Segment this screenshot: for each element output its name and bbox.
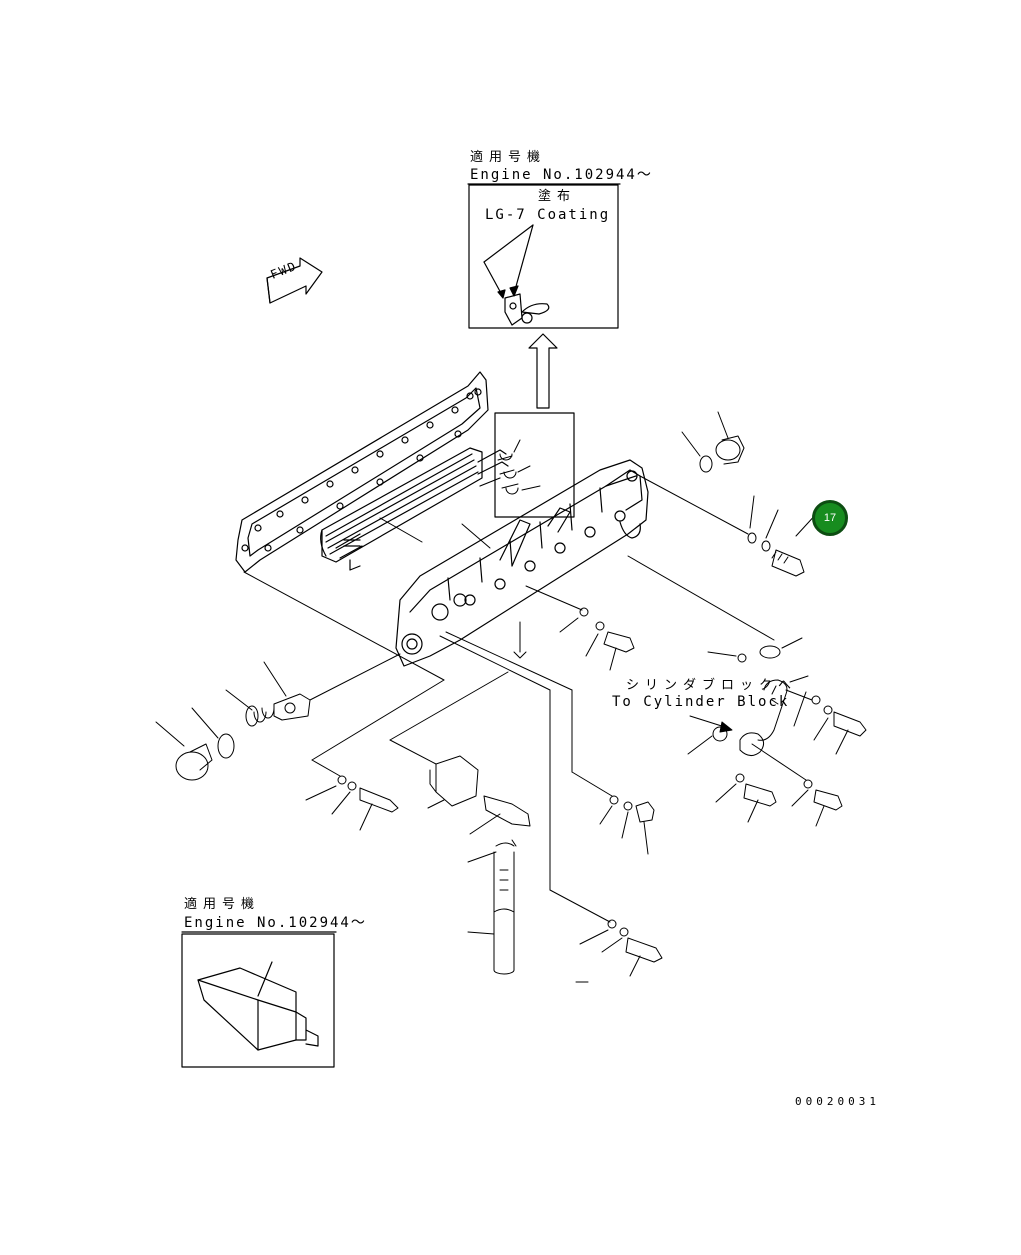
cylinder-block-label-jp: シリンダブロックへ [626,678,798,693]
coating-label-jp: 塗布 [538,189,577,204]
oil-cooler-cover [395,459,649,667]
oil-cooler-element [320,447,509,571]
top-inset-frame [467,183,621,329]
leader-lines [155,411,867,983]
coating-label-en: LG-7 Coating [485,207,611,223]
fwd-arrow [266,257,323,304]
cover-gasket [235,371,489,573]
cylinder-block-label-en: To Cylinder Block [612,694,790,710]
bottom-inset-engine-number: Engine No.102944～ [184,915,367,931]
bottom-inset-frame [181,931,337,1068]
up-arrow [528,333,558,409]
callout-badge-17[interactable]: 17 [812,500,848,536]
drawing-number: 00020031 [795,1095,880,1108]
top-inset-engine-number: Engine No.102944～ [470,167,653,183]
bottom-inset-applicable-label: 適用号機 [184,897,261,912]
top-inset-applicable-label: 適用号機 [470,150,547,165]
